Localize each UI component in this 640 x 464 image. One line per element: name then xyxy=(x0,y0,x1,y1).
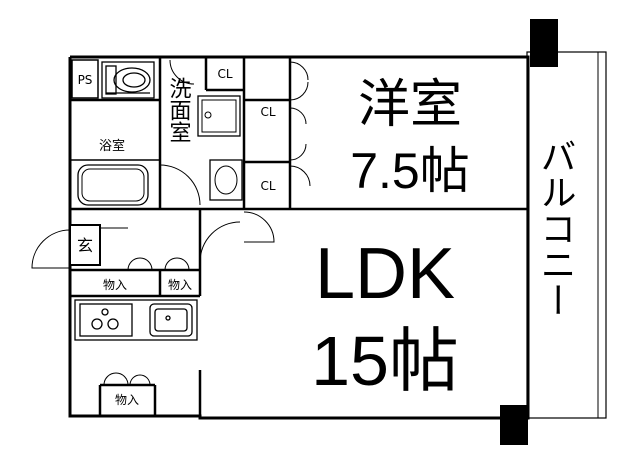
washing-machine-pan xyxy=(197,95,241,137)
hallway-doors xyxy=(100,221,241,271)
washroom: 洗面室 xyxy=(159,77,244,210)
closet-low-label: CL xyxy=(260,179,275,193)
western-room-size: 7.5帖 xyxy=(350,143,470,199)
washbasin xyxy=(209,159,243,201)
bathroom-label: 浴室 xyxy=(99,138,125,154)
storage-left: 物入 xyxy=(103,278,127,292)
storage-right: 物入 xyxy=(168,278,192,292)
pipe-space: PS xyxy=(71,59,99,99)
entrance-label: 玄 xyxy=(77,236,93,255)
column-bottom xyxy=(500,405,528,445)
closet-top-label: CL xyxy=(217,67,232,81)
toilet xyxy=(101,61,155,99)
bathroom: 浴室 xyxy=(70,138,160,206)
ldk-name: LDK xyxy=(315,234,455,314)
balcony: バルコニー xyxy=(500,19,607,445)
balcony-label: バルコニー xyxy=(535,138,576,318)
storage-bottom-label: 物入 xyxy=(115,393,139,407)
kitchen-sink xyxy=(149,303,193,337)
washroom-label: 洗面室 xyxy=(166,77,192,143)
closet-low: CL xyxy=(260,179,275,193)
bathtub xyxy=(77,164,149,206)
pipe-space-label: PS xyxy=(78,73,93,87)
stove xyxy=(79,303,133,337)
column-top xyxy=(530,19,558,67)
entrance: 玄 xyxy=(31,224,101,269)
storage-bottom: 物入 xyxy=(103,372,151,407)
ldk-size: 15帖 xyxy=(311,322,459,400)
closet-mid: CL xyxy=(260,105,275,119)
western-room: 洋室 7.5帖 xyxy=(350,76,470,199)
closet-mid-label: CL xyxy=(260,105,275,119)
closet-top: CL xyxy=(169,59,233,85)
ldk: LDK 15帖 xyxy=(311,234,459,400)
storage-left-label: 物入 xyxy=(103,278,127,292)
kitchen xyxy=(74,299,198,341)
storage-right-label: 物入 xyxy=(168,278,192,292)
western-room-name: 洋室 xyxy=(358,76,462,134)
closet-doors xyxy=(243,61,311,243)
